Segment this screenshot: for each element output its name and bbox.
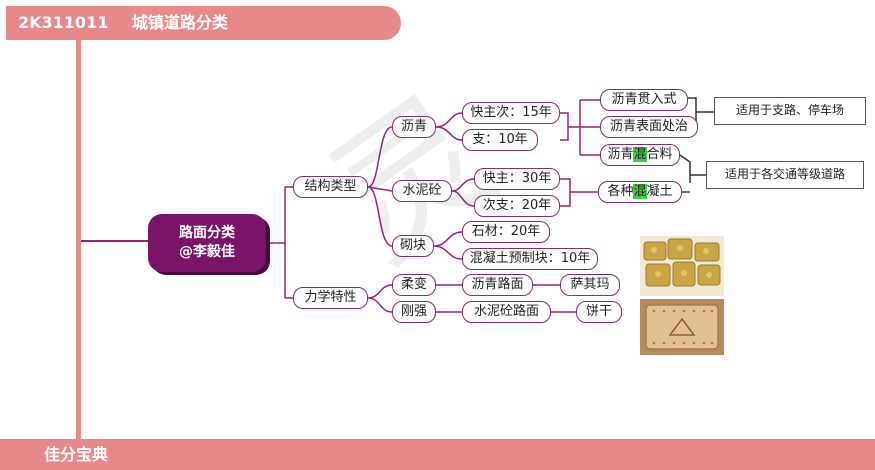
concrete-kinds: 各种混凝土 <box>598 181 682 203</box>
asphalt-surface-treatment: 沥青表面处治 <box>600 116 698 138</box>
rigid-analogy: 饼干 <box>576 301 622 323</box>
kind-suffix: 凝土 <box>646 184 673 199</box>
block-life-stone: 石材：20年 <box>462 221 550 243</box>
kind-highlight: 混 <box>633 184 647 199</box>
mix-prefix: 沥青 <box>607 147 634 162</box>
mix-suffix: 合料 <box>646 147 673 162</box>
root-connector <box>81 240 151 242</box>
title-banner: 2K311011 城镇道路分类 <box>6 6 401 40</box>
asphalt-penetration: 沥青贯入式 <box>600 89 688 111</box>
branch-structure: 结构类型 <box>293 176 368 198</box>
topic-title: 城镇道路分类 <box>131 13 228 32</box>
block-life-precast: 混凝土预制块：10年 <box>462 248 598 270</box>
root-node: 路面分类 @李毅佳 <box>148 214 266 272</box>
rigid-pavement: 水泥砼路面 <box>462 301 551 323</box>
flexible-pavement: 沥青路面 <box>462 274 533 296</box>
cement-life-major: 快主：30年 <box>474 168 560 190</box>
asphalt-life-major: 快主次：15年 <box>462 102 560 124</box>
asphalt-life-branch: 支：10年 <box>462 129 538 151</box>
type-cement: 水泥砼 <box>392 180 452 202</box>
flexible-analogy: 萨其玛 <box>560 274 620 296</box>
footer-banner: 佳分宝典 <box>0 439 875 470</box>
type-block: 砌块 <box>392 235 434 257</box>
cement-life-minor: 次支：20年 <box>474 195 560 217</box>
root-author: @李毅佳 <box>179 244 235 260</box>
root-title: 路面分类 <box>179 225 235 241</box>
cement-usage-note: 适用于各交通等级道路 <box>706 161 864 189</box>
sachima-photo <box>640 236 724 296</box>
kind-prefix: 各种 <box>607 184 634 199</box>
mech-flexible: 柔变 <box>392 274 436 296</box>
asphalt-usage-note: 适用于支路、停车场 <box>714 97 866 125</box>
timeline-bar <box>76 40 81 440</box>
asphalt-mixture: 沥青混合料 <box>600 144 680 166</box>
topic-code: 2K311011 <box>18 13 109 32</box>
branch-mechanics: 力学特性 <box>293 287 368 309</box>
mix-highlight: 混 <box>633 147 647 162</box>
type-asphalt: 沥青 <box>392 116 436 138</box>
biscuit-photo <box>640 299 724 355</box>
mech-rigid: 刚强 <box>392 301 436 323</box>
